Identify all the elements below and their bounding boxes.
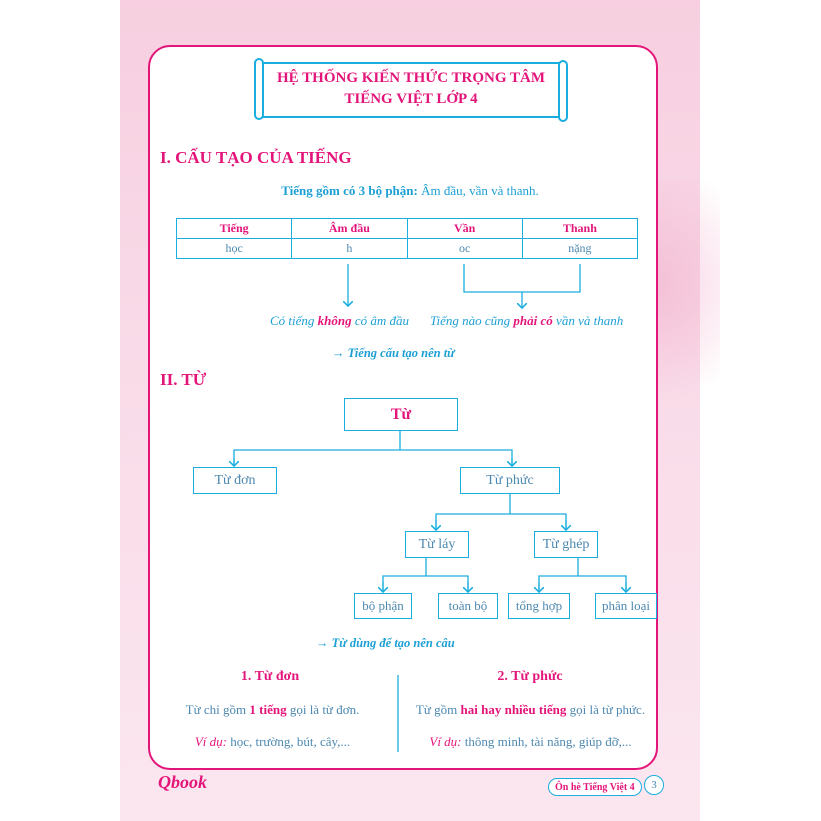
section-heading-2: II. TỪ (160, 370, 207, 389)
table-header: Âm đầu (291, 218, 408, 239)
col-right-definition: Từ gồm hai hay nhiều tiếng gọi là từ phứ… (403, 702, 658, 718)
left-def-c: gọi là từ đơn. (286, 702, 360, 717)
section-heading-1: I. CẤU TẠO CỦA TIẾNG (160, 148, 352, 167)
intro-rest: Âm đầu, vần và thanh. (417, 183, 539, 198)
tree-node-tong-hop: tổng hợp (508, 593, 570, 619)
tree-node-phan-loai: phân loại (595, 593, 657, 619)
page-number: 3 (644, 775, 664, 795)
note-right-c: vần và thanh (552, 313, 624, 328)
col-right-heading: 2. Từ phức (497, 669, 563, 684)
left-ex-text: học, trường, bút, cây,... (226, 734, 351, 749)
right-def-c: gọi là từ phức. (566, 702, 646, 717)
col-right-example: Ví dụ: thông minh, tài năng, giúp đỡ,... (403, 734, 658, 750)
note-left-a: Có tiếng (270, 313, 318, 328)
tree-node-tu-don: Từ đơn (193, 467, 277, 494)
title-banner: HỆ THỐNG KIẾN THỨC TRỌNG TÂM TIẾNG VIỆT … (254, 58, 568, 122)
left-def-b: 1 tiếng (249, 702, 287, 717)
syllable-table: Tiếng Âm đầu Vần Thanh học h oc nặng (175, 218, 639, 259)
title-line-1: HỆ THỐNG KIẾN THỨC TRỌNG TÂM (277, 70, 545, 86)
left-def-a: Từ chỉ gồm (185, 702, 250, 717)
right-ex-label: Ví dụ: (429, 734, 462, 749)
qbook-logo: Qbook (158, 772, 207, 792)
section1-intro: Tiếng gồm có 3 bộ phận: Âm đầu, vần và t… (160, 183, 660, 199)
col-left-example: Ví dụ: học, trường, bút, cây,... (160, 734, 385, 750)
table-cell: học (175, 238, 293, 259)
note-right-b: phải có (513, 313, 553, 328)
tree-node-tu-ghep: Từ ghép (534, 531, 598, 558)
tree-node-tu-phuc: Từ phức (460, 467, 560, 494)
section1-conclusion: → Tiếng cấu tạo nên từ (332, 346, 455, 360)
title-line-2: TIẾNG VIỆT LỚP 4 (344, 91, 478, 107)
tree-node-toan-bo: toàn bộ (438, 593, 498, 619)
table-cell: h (291, 238, 408, 259)
tree-node-bo-phan: bộ phận (354, 593, 412, 619)
table-header-row: Tiếng Âm đầu Vần Thanh (175, 218, 639, 239)
note-no-initial: Có tiếng không có âm đầu (270, 313, 409, 329)
table-cell: nặng (521, 238, 639, 259)
right-def-a: Từ gồm (415, 702, 461, 717)
col-left-definition: Từ chỉ gồm 1 tiếng gọi là từ đơn. (160, 702, 385, 718)
left-ex-label: Ví dụ: (194, 734, 227, 749)
right-ex-text: thông minh, tài năng, giúp đỡ,... (461, 734, 632, 749)
note-left-b: không (317, 313, 352, 328)
note-right-a: Tiếng nào cũng (430, 313, 514, 328)
tree-node-root: Từ (344, 398, 458, 431)
intro-bold: Tiếng gồm có 3 bộ phận: (281, 183, 418, 198)
note-left-c: có âm đầu (351, 313, 410, 328)
section2-conclusion: → Từ dùng để tạo nên câu (316, 636, 455, 650)
table-row: học h oc nặng (175, 238, 639, 259)
content-frame (148, 45, 658, 770)
note-rhyme-tone: Tiếng nào cũng phải có vần và thanh (430, 313, 623, 329)
col-left-heading: 1. Từ đơn (240, 669, 300, 684)
tree-node-tu-lay: Từ láy (405, 531, 469, 558)
right-def-b: hai hay nhiều tiếng (460, 702, 567, 717)
footer-book-title: Ôn hè Tiếng Việt 4 (548, 778, 642, 796)
